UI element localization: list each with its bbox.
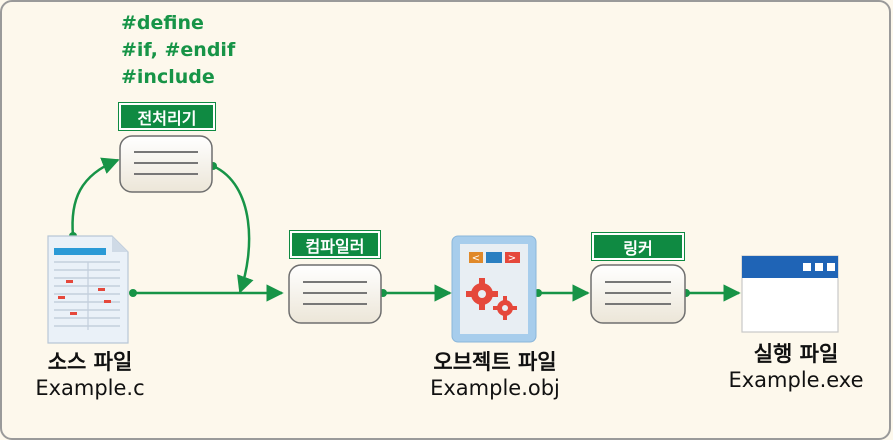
document-icon: [47, 235, 129, 344]
preprocessor-box: [119, 135, 213, 193]
linker-tag: 링커: [592, 233, 684, 260]
executable-caption: 실행 파일 Example.exe: [716, 338, 876, 392]
compiler-tag: 컴파일러: [290, 231, 380, 258]
object-file-caption: 오브젝트 파일 Example.obj: [410, 346, 580, 400]
object-file-label: 오브젝트 파일: [433, 350, 557, 374]
source-file-name: Example.c: [35, 376, 145, 400]
source-file-caption: 소스 파일 Example.c: [20, 346, 160, 400]
linker-box: [590, 264, 686, 324]
diagram-canvas: < >: [47, 135, 839, 344]
arrow-preprocessor-to-main: [212, 164, 254, 294]
svg-text:>: >: [508, 253, 516, 264]
svg-text:<: <: [472, 253, 480, 264]
executable-name: Example.exe: [728, 368, 864, 392]
window-icon: [741, 255, 839, 333]
directive-if-endif: #if, #endif: [121, 39, 236, 61]
directive-define: #define: [121, 12, 204, 34]
executable-label: 실행 파일: [753, 342, 839, 366]
preprocessor-directives: #define #if, #endif #include: [121, 10, 235, 91]
arrow-source-to-preprocessor: [71, 157, 120, 237]
object-file-name: Example.obj: [430, 376, 560, 400]
directive-include: #include: [121, 66, 215, 88]
source-file-label: 소스 파일: [47, 350, 133, 374]
object-file-icon: < >: [451, 235, 537, 343]
preprocessor-tag: 전처리기: [119, 103, 215, 130]
gear-icon: [466, 278, 517, 320]
compiler-box: [288, 264, 382, 324]
source-line-dot: [129, 289, 137, 297]
